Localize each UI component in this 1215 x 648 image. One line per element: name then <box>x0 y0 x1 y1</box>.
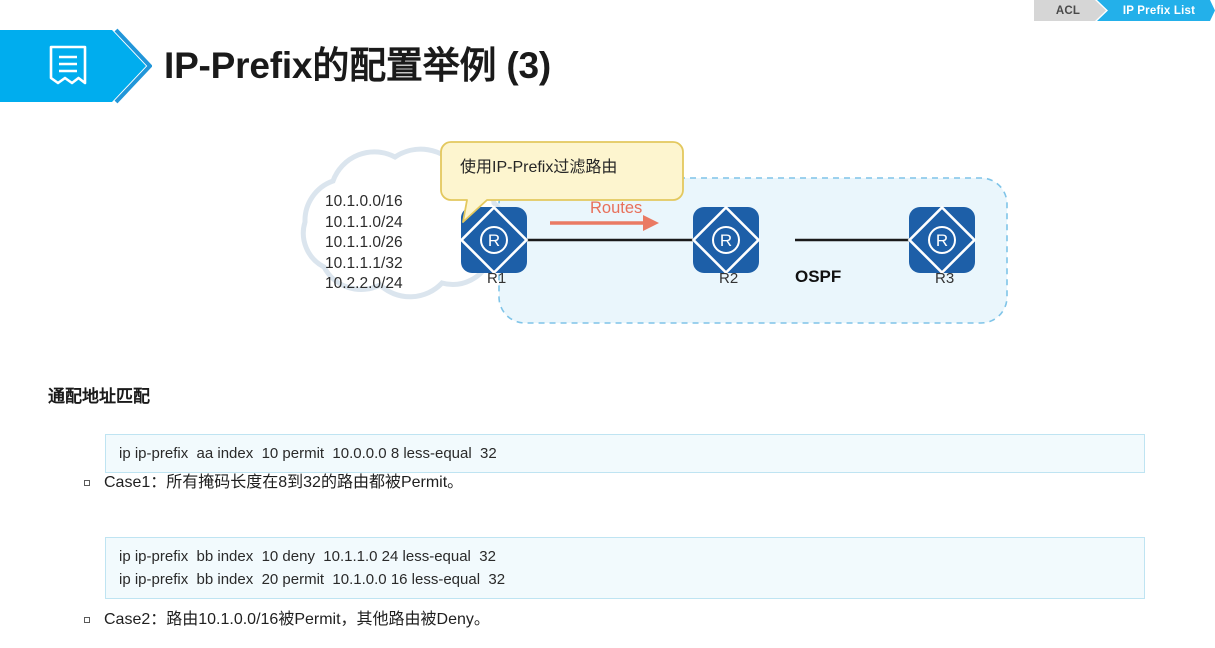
router-r3-icon: R <box>907 205 977 275</box>
bullet-square-icon <box>84 617 90 623</box>
breadcrumb-tab-acl[interactable]: ACL <box>1034 0 1106 21</box>
code-line: ip ip-prefix bb index 20 permit 10.1.0.0… <box>119 571 506 588</box>
note-case2: Case2：路由10.1.0.0/16被Permit，其他路由被Deny。 <box>84 609 490 630</box>
bullet-square-icon <box>84 480 90 486</box>
diagram-canvas: R R R <box>300 141 1008 324</box>
code-line: ip ip-prefix aa index 10 permit 10.0.0.0… <box>119 445 497 462</box>
svg-text:R: R <box>720 231 732 250</box>
ospf-area-label: OSPF <box>795 267 842 286</box>
callout-label: 使用IP-Prefix过滤路由 <box>460 159 618 176</box>
router-r3-label: R3 <box>935 270 955 287</box>
svg-text:R: R <box>936 231 948 250</box>
banner-chevron-shape <box>0 28 152 104</box>
page-title: IP-Prefix的配置举例 (3) <box>164 45 552 86</box>
network-diagram: R R R 10.1.0.0/16 10.1.1.0/24 10.1.1.0/2… <box>235 130 1025 335</box>
note-case1-text: Case1：所有掩码长度在8到32的路由都被Permit。 <box>104 474 464 491</box>
breadcrumb-tab-ip-prefix-list-label: IP Prefix List <box>1122 4 1196 17</box>
code-line: ip ip-prefix bb index 10 deny 10.1.1.0 2… <box>119 548 496 565</box>
code-block-case2: ip ip-prefix bb index 10 deny 10.1.1.0 2… <box>105 537 1145 599</box>
routes-arrow-label: Routes <box>590 199 643 217</box>
breadcrumb-tab-acl-label: ACL <box>1055 4 1081 17</box>
title-banner <box>0 28 152 104</box>
callout-bubble <box>440 141 684 223</box>
router-r2-icon: R <box>691 205 761 275</box>
cloud-prefix-list: 10.1.0.0/16 10.1.1.0/24 10.1.1.0/26 10.1… <box>325 193 403 292</box>
document-list-icon <box>49 45 87 85</box>
breadcrumb: ACL IP Prefix List <box>1034 0 1215 21</box>
svg-text:R: R <box>488 231 500 250</box>
breadcrumb-tab-ip-prefix-list[interactable]: IP Prefix List <box>1097 0 1215 21</box>
router-r1-icon: R <box>459 205 529 275</box>
note-case1: Case1：所有掩码长度在8到32的路由都被Permit。 <box>84 472 463 493</box>
note-case2-text: Case2：路由10.1.0.0/16被Permit，其他路由被Deny。 <box>104 611 490 628</box>
code-block-case1: ip ip-prefix aa index 10 permit 10.0.0.0… <box>105 434 1145 473</box>
section-heading: 通配地址匹配 <box>48 387 150 406</box>
router-r2-label: R2 <box>719 270 739 287</box>
routes-arrow <box>550 215 659 231</box>
router-r1-label: R1 <box>487 270 507 287</box>
